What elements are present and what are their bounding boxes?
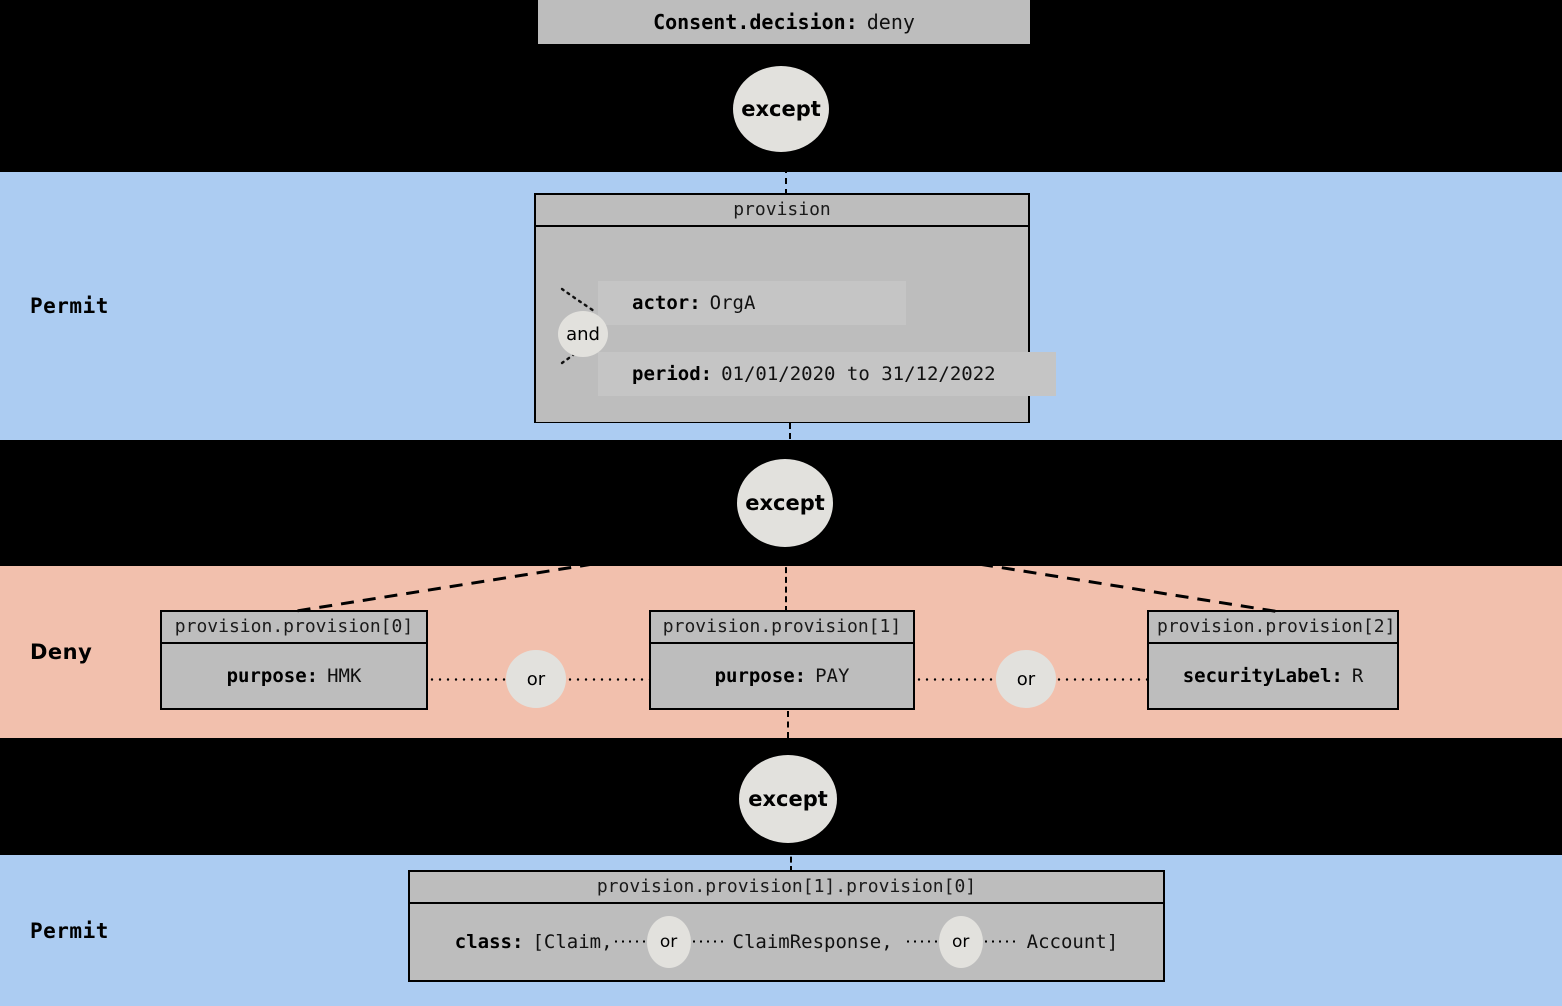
- operator-except-3[interactable]: except: [739, 755, 837, 843]
- node-consent-decision[interactable]: Consent.decision: deny: [538, 0, 1030, 44]
- band-label-deny: Deny: [30, 640, 93, 664]
- provision-1-0-class-close: Account]: [1026, 930, 1119, 953]
- node-provision-0[interactable]: provision.provision[0] purpose: HMK: [160, 610, 428, 710]
- provision-actor-value: OrgA: [709, 292, 756, 314]
- node-provision-2-body[interactable]: securityLabel: R: [1149, 644, 1397, 707]
- provision-actor-key: actor:: [632, 292, 701, 314]
- node-provision-body: actor: OrgA period: 01/01/2020 to 31/12/…: [536, 227, 1056, 422]
- node-provision-0-title: provision.provision[0]: [162, 612, 426, 644]
- operator-or-2[interactable]: or: [996, 650, 1056, 708]
- operator-except-3-label: except: [748, 787, 828, 811]
- provision-1-purpose-key: purpose:: [714, 664, 807, 687]
- operator-except-2-label: except: [745, 491, 825, 515]
- provision-1-0-class-key: class:: [454, 930, 524, 953]
- operator-or-inline-2[interactable]: or: [938, 915, 983, 968]
- node-provision-1-0-title: provision.provision[1].provision[0]: [410, 872, 1163, 904]
- class-dots-left-1: [612, 940, 647, 943]
- operator-except-1-label: except: [741, 97, 821, 121]
- band-label-permit-top: Permit: [30, 294, 109, 318]
- edge-or1-to-provision1: [566, 678, 650, 681]
- edge-provision-to-except2: [789, 423, 791, 469]
- provision-period-value: 01/01/2020 to 31/12/2022: [721, 363, 996, 385]
- node-provision-1-0[interactable]: provision.provision[1].provision[0] clas…: [408, 870, 1165, 982]
- provision-1-0-class-mid: ClaimResponse,: [732, 930, 893, 953]
- operator-and-1-label: and: [566, 323, 600, 345]
- node-provision-2[interactable]: provision.provision[2] securityLabel: R: [1147, 610, 1399, 710]
- edge-provision0-to-or1: [428, 678, 508, 681]
- class-dots-right-1: [690, 940, 725, 943]
- class-dots-left-2: [904, 940, 939, 943]
- provision-row-actor[interactable]: actor: OrgA: [598, 281, 906, 325]
- band-label-permit-bottom: Permit: [30, 919, 109, 943]
- operator-or-1-label: or: [526, 668, 546, 690]
- node-provision-1-body[interactable]: purpose: PAY: [651, 644, 913, 707]
- edge-provision1-to-except3: [787, 711, 789, 759]
- edge-root-to-except1: [785, 44, 787, 74]
- operator-or-inline-1[interactable]: or: [646, 915, 691, 968]
- provision-2-securitylabel-key: securityLabel:: [1182, 664, 1343, 687]
- provision-0-purpose-value: HMK: [327, 664, 362, 687]
- node-provision-1-0-body[interactable]: class: [Claim, or ClaimResponse, or Acco…: [410, 904, 1163, 979]
- operator-except-1[interactable]: except: [733, 66, 829, 152]
- provision-1-purpose-value: PAY: [815, 664, 850, 687]
- operator-or-2-label: or: [1016, 668, 1036, 690]
- provision-1-0-class-open: [Claim,: [532, 930, 613, 953]
- provision-2-securitylabel-value: R: [1351, 664, 1364, 687]
- node-provision-1-title: provision.provision[1]: [651, 612, 913, 644]
- edge-provision1-to-or2: [915, 678, 995, 681]
- provision-period-key: period:: [632, 363, 713, 385]
- consent-decision-key: Consent.decision:: [653, 10, 858, 34]
- edge-or2-to-provision2: [1055, 678, 1147, 681]
- operator-and-1[interactable]: and: [558, 311, 608, 357]
- edge-except1-to-provision: [785, 145, 787, 195]
- class-dots-right-2: [982, 940, 1017, 943]
- operator-or-1[interactable]: or: [506, 650, 566, 708]
- node-provision-0-body[interactable]: purpose: HMK: [162, 644, 426, 707]
- node-provision-1[interactable]: provision.provision[1] purpose: PAY: [649, 610, 915, 710]
- provision-0-purpose-key: purpose:: [226, 664, 319, 687]
- consent-decision-value: deny: [866, 10, 915, 34]
- node-provision-2-title: provision.provision[2]: [1149, 612, 1397, 644]
- node-provision[interactable]: provision actor: OrgA period: 01/01/2020…: [534, 193, 1056, 423]
- edge-except3-to-provision10: [790, 838, 792, 872]
- node-provision-title: provision: [536, 195, 1028, 227]
- edge-except2-to-provision1: [785, 538, 787, 612]
- provision-row-period[interactable]: period: 01/01/2020 to 31/12/2022: [598, 352, 1056, 396]
- operator-except-2[interactable]: except: [737, 459, 833, 547]
